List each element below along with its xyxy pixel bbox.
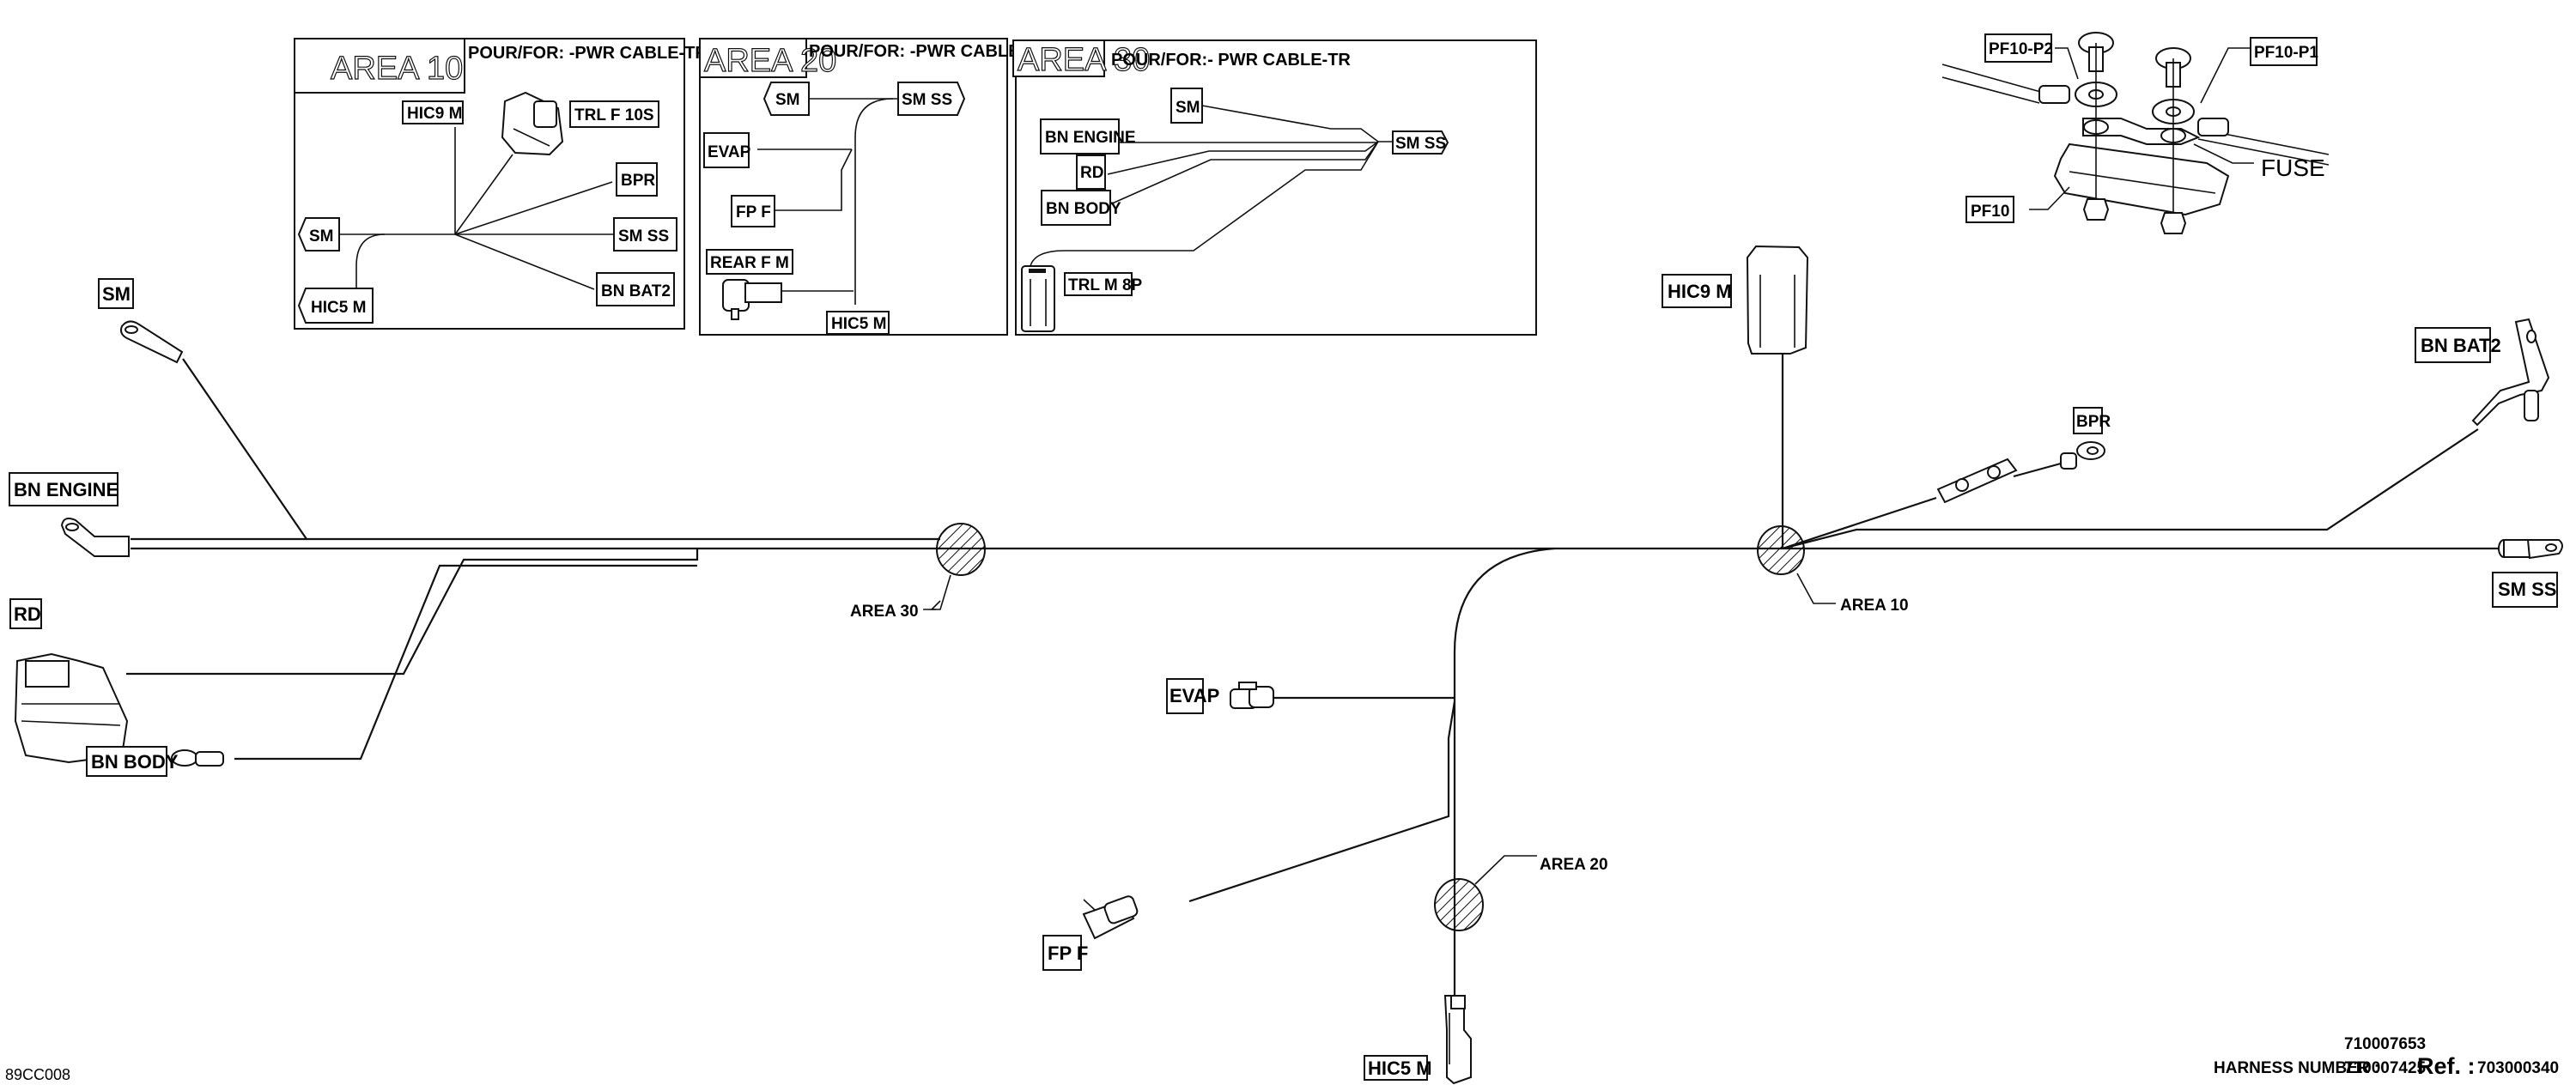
panel-applies-to: POUR/FOR:- PWR CABLE-TR — [1111, 51, 1351, 70]
bn-engine-terminal-icon — [60, 518, 130, 557]
area-20-marker: AREA 20 — [1434, 856, 1608, 931]
fp-f-connector-icon — [1082, 895, 1139, 940]
bpr-terminal-icon — [2060, 441, 2105, 470]
label-fp-f: FP F — [736, 203, 771, 221]
rd-connector-icon — [14, 652, 129, 764]
harness-number-2: 710007425 — [2344, 1059, 2427, 1077]
hic5-m-connector-icon — [1443, 995, 1472, 1085]
connector-label-evap: EVAP — [1170, 685, 1219, 706]
label-sm: SM — [309, 227, 334, 245]
connector-label-bn-engine: BN ENGINE — [14, 479, 118, 500]
harness-number-label: HARNESS NUMBER : — [2214, 1059, 2379, 1077]
label-bn-body: BN BODY — [1046, 200, 1121, 218]
bn-bat2-terminal-icon — [2471, 318, 2550, 427]
label-hic9-m: HIC9 M — [407, 105, 462, 123]
trl-f-10s-connector-icon — [501, 91, 564, 156]
area-10-marker: AREA 10 — [1757, 525, 1909, 615]
detail-panel-area-30: AREA 30 POUR/FOR:- PWR CABLE-TR SM BN EN… — [1012, 39, 1537, 336]
panel-applies-to: POUR/FOR: -PWR CABLE-TR — [468, 44, 708, 63]
label-pf10-p2: PF10-P2 — [1989, 40, 2053, 58]
label-pf10-p1: PF10-P1 — [2254, 44, 2318, 62]
harness-number-1: 710007653 — [2344, 1035, 2426, 1053]
trl-m-8p-connector-icon — [1021, 250, 1066, 332]
label-trl-m-8p: TRL M 8P — [1068, 276, 1143, 294]
bn-body-terminal-icon — [171, 749, 224, 767]
ref-label: Ref. : — [2417, 1053, 2476, 1079]
sm-terminal-icon — [120, 320, 184, 364]
hic9-m-connector-icon — [1746, 245, 1809, 355]
label-evap: EVAP — [708, 143, 751, 161]
panel-title: AREA 10 — [331, 51, 463, 87]
panel-title: AREA 20 — [704, 43, 836, 79]
label-bpr: BPR — [621, 172, 655, 190]
evap-connector-icon — [1230, 682, 1274, 709]
label-hic5-m: HIC5 M — [311, 299, 366, 317]
label-sm-ss: SM SS — [618, 227, 669, 245]
connector-label-sm: SM — [102, 283, 131, 305]
area-30-label: AREA 30 — [850, 603, 919, 621]
drawing-code: 89CC008 — [5, 1066, 70, 1083]
label-pf10: PF10 — [1971, 203, 2009, 221]
ref-number: 703000340 — [2477, 1059, 2559, 1077]
detail-panel-area-10: AREA 10 POUR/FOR: -PWR CABLE-TR HIC9 M T… — [294, 38, 708, 330]
label-sm-ss: SM SS — [1395, 135, 1446, 153]
sm-ss-terminal-icon — [2498, 539, 2563, 560]
label-sm: SM — [1176, 99, 1200, 117]
label-bn-engine: BN ENGINE — [1045, 129, 1136, 147]
label-sm: SM — [775, 91, 800, 109]
label-rear-f-m: REAR F M — [710, 254, 789, 272]
fuse-assembly-detail: PF10-P2 PF10-P1 FUSE PF10 — [1941, 32, 2330, 234]
label-fuse: FUSE — [2261, 155, 2325, 181]
area-10-label: AREA 10 — [1840, 597, 1909, 615]
panel-applies-to: POUR/FOR: -PWR CABLE-TR — [809, 42, 1048, 61]
inline-fuse-holder-icon — [1936, 458, 2018, 504]
label-sm-ss: SM SS — [902, 91, 952, 109]
panel-title: AREA 30 — [1018, 42, 1150, 78]
detail-panel-area-20: AREA 20 POUR/FOR: -PWR CABLE-TR SM SM SS… — [699, 38, 1048, 336]
connector-label-fp-f: FP F — [1048, 943, 1088, 964]
connector-label-rd: RD — [14, 603, 41, 625]
connector-label-hic9-m: HIC9 M — [1668, 281, 1732, 302]
area-30-marker: AREA 30 — [850, 523, 986, 621]
connector-label-bn-bat2: BN BAT2 — [2421, 335, 2501, 356]
label-hic5-m: HIC5 M — [831, 315, 886, 333]
main-harness-wires — [126, 352, 2499, 1030]
connector-label-bn-body: BN BODY — [91, 751, 179, 773]
label-trl-f-10s: TRL F 10S — [574, 106, 654, 124]
rear-f-m-connector-icon — [722, 279, 782, 320]
connector-label-bpr: BPR — [2076, 413, 2111, 431]
connector-label-sm-ss: SM SS — [2498, 579, 2556, 600]
label-rd: RD — [1080, 164, 1103, 182]
connector-label-hic5-m: HIC5 M — [1368, 1058, 1432, 1079]
area-20-label: AREA 20 — [1540, 856, 1608, 874]
label-bn-bat2: BN BAT2 — [601, 282, 671, 300]
